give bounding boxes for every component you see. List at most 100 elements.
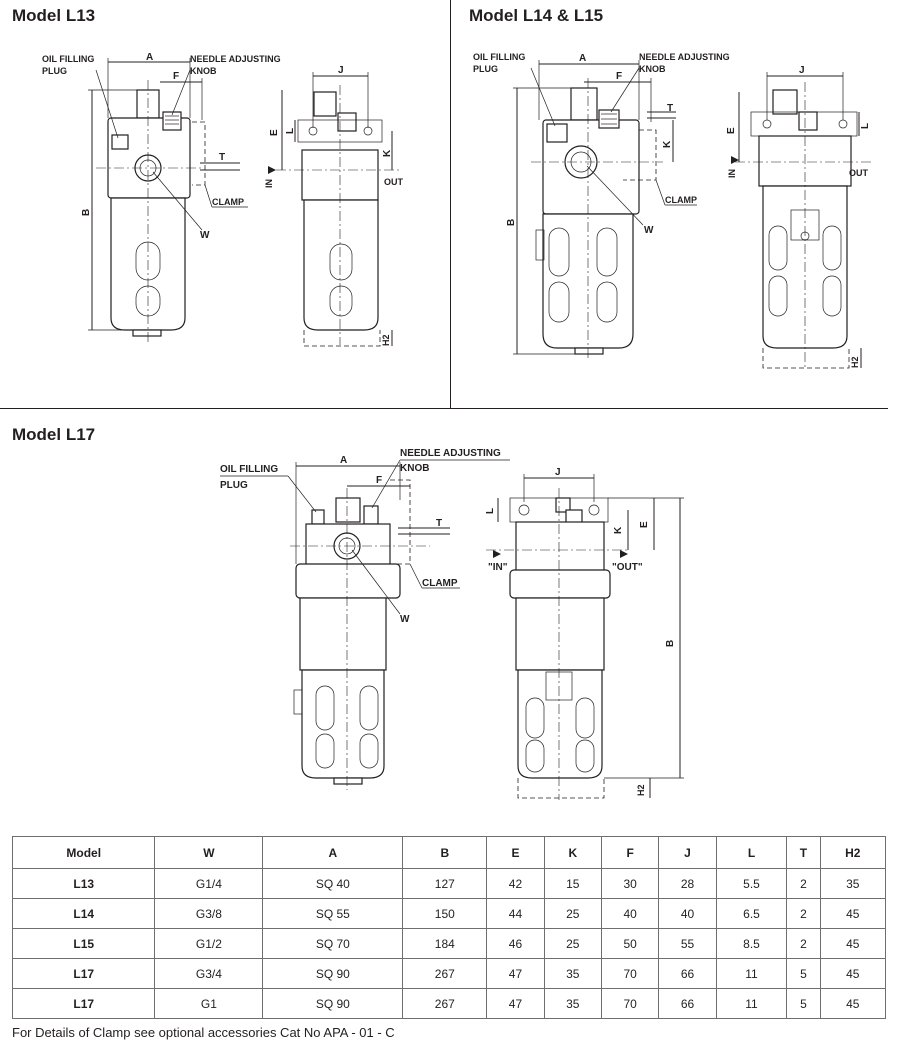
l14-dim-a: A <box>579 53 586 64</box>
column-header: J <box>658 836 717 869</box>
column-header: B <box>402 836 488 869</box>
table-cell: G3/8 <box>154 898 264 929</box>
table-cell: 2 <box>786 868 821 899</box>
l17-needle-label: NEEDLE ADJUSTING <box>400 448 501 459</box>
l14-dim-t: T <box>667 103 673 114</box>
l14-needle-label: NEEDLE ADJUSTING <box>639 52 730 62</box>
table-cell: 5 <box>786 958 821 989</box>
l13-front-view <box>96 80 206 342</box>
column-header: H2 <box>819 836 887 869</box>
l13-dim-b: B <box>81 209 92 216</box>
section-title-l13: Model L13 <box>12 6 96 25</box>
l17-dim-j: J <box>555 467 561 478</box>
table-cell: 42 <box>486 868 545 899</box>
l13-oil-filling-label: OIL FILLING <box>42 54 94 64</box>
table-cell: 40 <box>658 898 717 929</box>
l13-needle-knob-label: KNOB <box>190 66 217 76</box>
l14-dim-f: F <box>616 71 622 82</box>
table-header-row: Model W A B E K F J L T H2 <box>11 836 887 869</box>
l17-dim-t: T <box>436 518 442 529</box>
l17-dim-l: L <box>485 508 496 514</box>
table-cell: 66 <box>658 958 717 989</box>
l14-oil-filling-label: OIL FILLING <box>473 52 525 62</box>
table-row: L17 G3/4 SQ 90 267 47 35 70 66 11 5 45 <box>11 958 887 989</box>
table-cell: 267 <box>402 988 488 1019</box>
l13-oil-filling-plug-label: PLUG <box>42 66 67 76</box>
l17-w-label: W <box>400 614 410 625</box>
l13-dim-h2: H2 <box>381 334 391 346</box>
table-cell: G1/4 <box>154 868 264 899</box>
l13-dim-a: A <box>146 52 153 63</box>
table-cell: SQ 70 <box>262 928 404 959</box>
column-header: A <box>262 836 404 869</box>
footnote: For Details of Clamp see optional access… <box>12 1025 395 1040</box>
l13-dim-j: J <box>338 65 344 76</box>
table-cell: 47 <box>486 958 545 989</box>
table-cell: G3/4 <box>154 958 264 989</box>
l13-in-label: IN <box>264 179 274 188</box>
l17-dim-b: B <box>665 640 676 647</box>
table-cell: 70 <box>600 958 660 989</box>
l13-dim-k: K <box>382 149 393 157</box>
table-cell-model: L17 <box>11 988 156 1019</box>
l17-oil-filling-plug-label: PLUG <box>220 480 248 491</box>
l17-needle-knob-label: KNOB <box>400 463 429 474</box>
l14-dim-j: J <box>799 65 805 76</box>
column-header: T <box>786 836 821 869</box>
diagram-l17: A F T OIL FILLING PLUG NEEDLE ADJUSTING … <box>220 448 684 800</box>
horizontal-divider <box>0 408 888 409</box>
l13-dim-l: L <box>285 128 296 134</box>
l13-dim-f: F <box>173 71 179 82</box>
table-cell: 28 <box>658 868 717 899</box>
l13-clamp-label: CLAMP <box>212 197 244 207</box>
table-cell-model: L13 <box>11 868 156 899</box>
table-cell-model: L15 <box>11 928 156 959</box>
table-cell: 45 <box>819 958 887 989</box>
l14-dim-k: K <box>662 140 673 148</box>
table-cell: 25 <box>543 898 602 929</box>
l17-dim-a: A <box>340 455 347 466</box>
l14-in-label: IN <box>727 169 737 178</box>
table-cell: SQ 40 <box>262 868 404 899</box>
l17-clamp-label: CLAMP <box>422 578 458 589</box>
l17-dim-e: E <box>639 521 650 528</box>
l14-dim-e: E <box>726 127 737 134</box>
table-cell: 2 <box>786 898 821 929</box>
l17-in-label: "IN" <box>488 562 508 573</box>
table-row: L17 G1 SQ 90 267 47 35 70 66 11 5 45 <box>11 988 887 1019</box>
table-cell: 55 <box>658 928 717 959</box>
table-cell-model: L14 <box>11 898 156 929</box>
l14-out-label: OUT <box>849 168 869 178</box>
table-cell: SQ 90 <box>262 988 404 1019</box>
table-row: L13 G1/4 SQ 40 127 42 15 30 28 5.5 2 35 <box>11 868 887 899</box>
l13-side-view <box>276 85 400 347</box>
table-cell: SQ 55 <box>262 898 404 929</box>
table-cell: 2 <box>786 928 821 959</box>
l17-dim-k: K <box>613 526 624 534</box>
diagram-l13: A F B T OIL FILLING PLUG NEEDLE ADJUSTIN… <box>42 52 404 347</box>
table-cell: G1/2 <box>154 928 264 959</box>
l14-clamp-label: CLAMP <box>665 195 697 205</box>
l14-needle-knob-label: KNOB <box>639 64 666 74</box>
l13-w-label: W <box>200 230 210 241</box>
l14-front-view <box>531 78 663 360</box>
table-cell: 40 <box>600 898 660 929</box>
table-cell: 70 <box>600 988 660 1019</box>
table-cell: 50 <box>600 928 660 959</box>
l14-dim-h2: H2 <box>850 356 860 368</box>
l14-dim-b: B <box>506 219 517 226</box>
table-cell: G1 <box>154 988 264 1019</box>
column-header: Model <box>11 836 156 869</box>
l17-side-view <box>486 488 630 800</box>
table-cell: 45 <box>819 988 887 1019</box>
table-cell: 184 <box>402 928 488 959</box>
table-cell: 35 <box>543 988 602 1019</box>
section-title-l14-l15: Model L14 & L15 <box>469 6 604 25</box>
table-cell: 66 <box>658 988 717 1019</box>
table-cell: 46 <box>486 928 545 959</box>
l17-dim-h2: H2 <box>636 784 646 796</box>
dimensions-table: Model W A B E K F J L T H2 L13 G1/4 SQ 4… <box>11 836 887 1019</box>
table-cell: 35 <box>819 868 887 899</box>
table-cell: 11 <box>715 988 788 1019</box>
l14-side-view <box>735 82 871 369</box>
